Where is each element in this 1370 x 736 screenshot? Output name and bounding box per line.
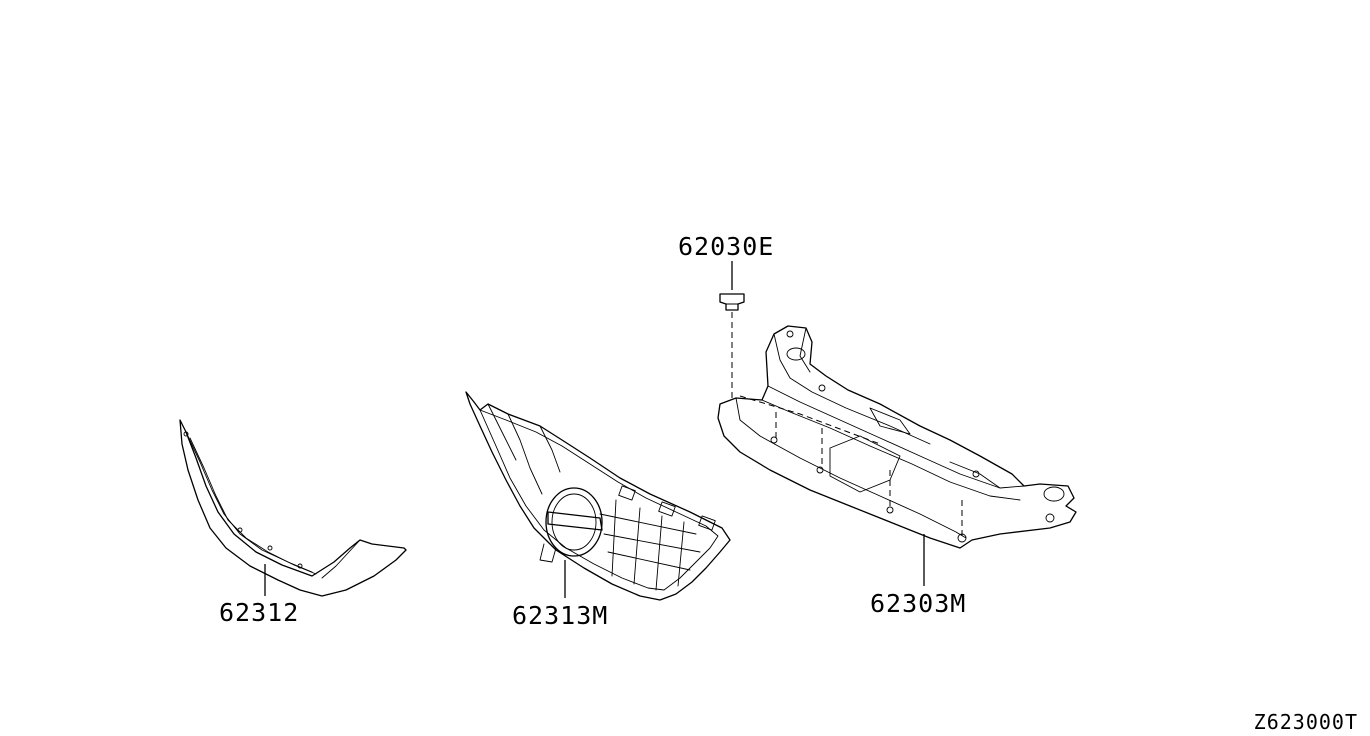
part-number-62312: 62312 bbox=[219, 598, 300, 627]
diagram-code: Z623000T bbox=[1253, 710, 1358, 734]
part-number-62030e: 62030E bbox=[678, 232, 775, 261]
part-number-62313m: 62313M bbox=[512, 601, 609, 630]
grille-molding-drawing bbox=[179, 419, 407, 597]
clip-drawing bbox=[719, 261, 745, 400]
part-number-62303m: 62303M bbox=[870, 589, 967, 618]
front-grille-drawing bbox=[465, 391, 731, 601]
upper-cover-drawing bbox=[717, 325, 1077, 586]
